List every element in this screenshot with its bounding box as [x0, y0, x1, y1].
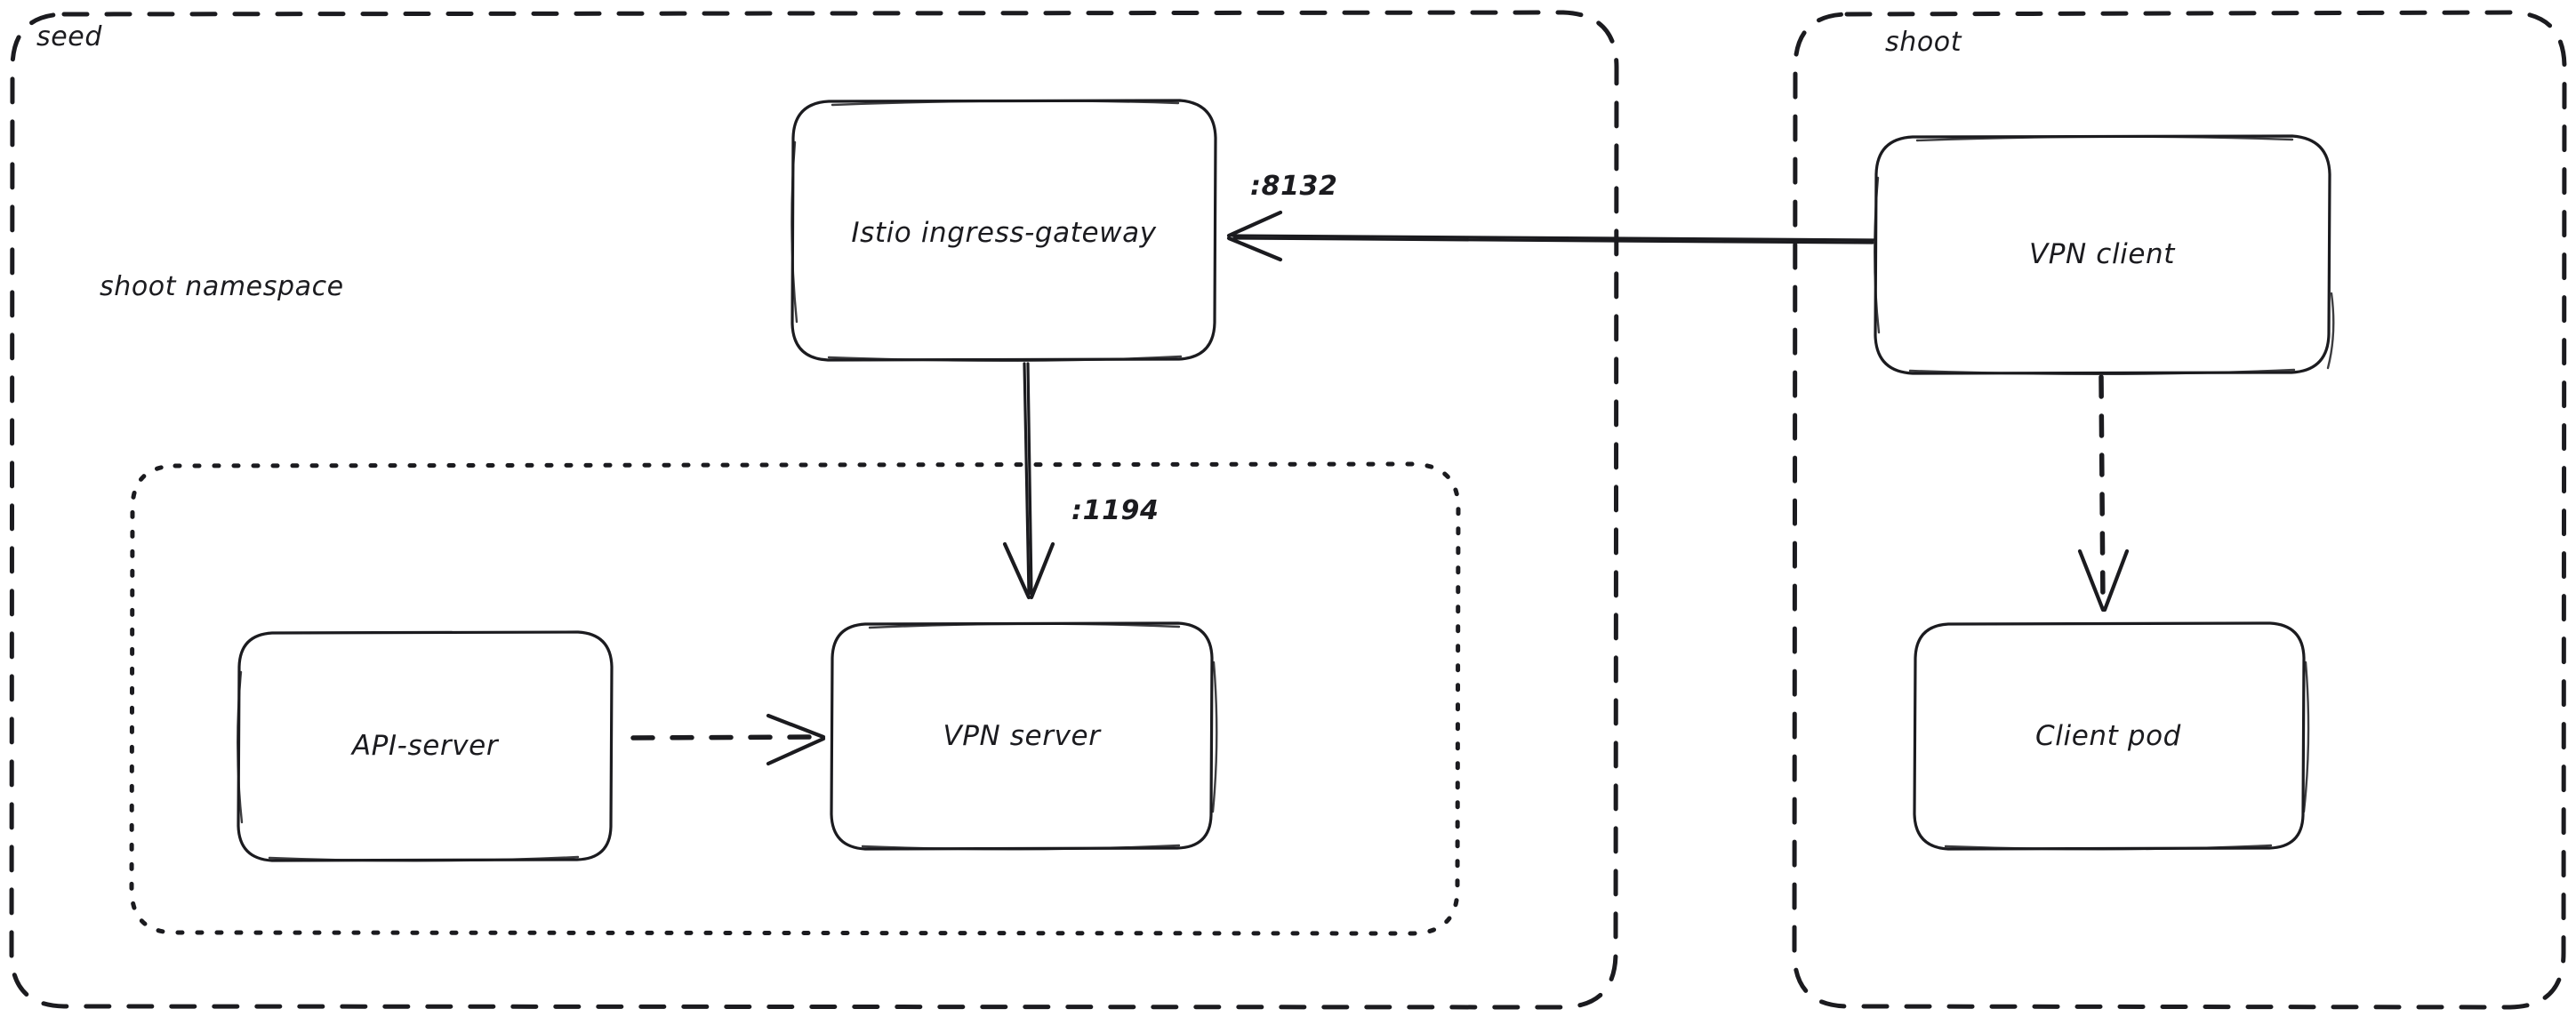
- node-vpn-server-shape[interactable]: [830, 621, 1218, 851]
- group-label-shoot-namespace: shoot namespace: [100, 271, 344, 302]
- edge-istio-to-vpn-server: [1002, 362, 1055, 600]
- edge-label-port-1194: :1194: [1071, 495, 1160, 526]
- node-api-server-shape[interactable]: [237, 630, 614, 862]
- group-seed-border: [9, 10, 1619, 1010]
- node-label-api-server: API-server: [351, 730, 499, 762]
- group-shoot-namespace-border: [129, 461, 1461, 936]
- edge-api-server-to-vpn-server: [630, 713, 826, 766]
- node-client-pod-shape[interactable]: [1913, 621, 2310, 851]
- edge-vpn-client-to-client-pod: [2077, 374, 2130, 613]
- node-label-client-pod: Client pod: [2035, 720, 2181, 752]
- node-label-istio-ingress-gateway: Istio ingress-gateway: [851, 217, 1157, 249]
- group-label-seed: seed: [36, 21, 102, 52]
- group-shoot-border: [1792, 10, 2567, 1010]
- node-label-vpn-server: VPN server: [943, 720, 1101, 752]
- group-label-shoot: shoot: [1885, 27, 1962, 58]
- node-label-vpn-client: VPN client: [2028, 238, 2176, 270]
- edge-vpn-client-to-istio: [1226, 210, 1876, 262]
- node-vpn-client-shape[interactable]: [1874, 134, 2335, 375]
- node-istio-ingress-gateway-shape[interactable]: [790, 99, 1217, 362]
- edge-label-port-8132: :8132: [1250, 171, 1338, 202]
